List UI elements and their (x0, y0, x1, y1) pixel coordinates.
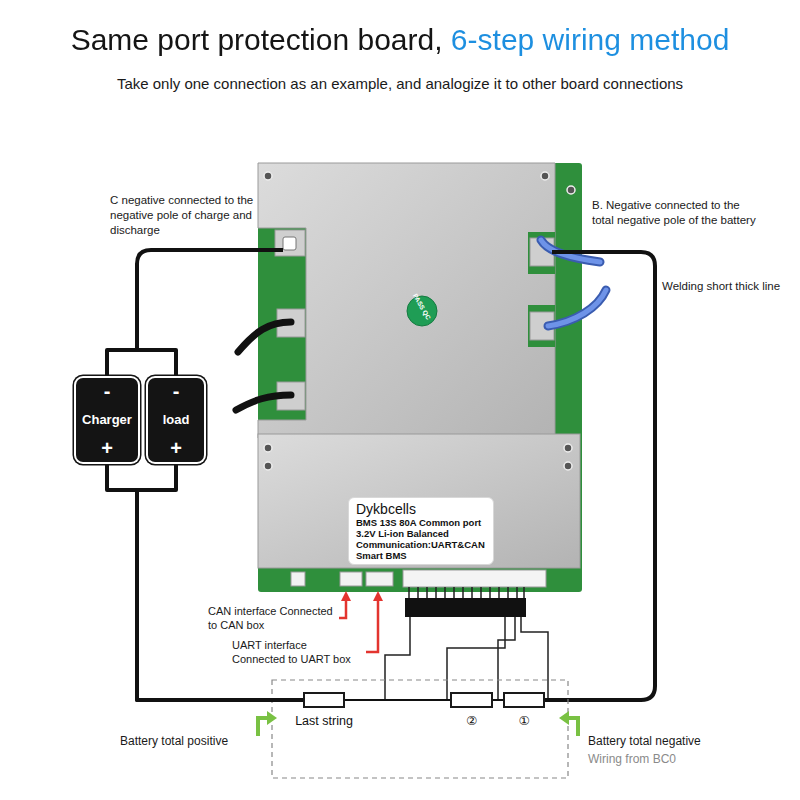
label-slot: Battery total positive (120, 733, 228, 749)
terminal-label: Battery total positive (120, 733, 228, 749)
page-title: Same port protection board, 6-step wirin… (71, 22, 730, 58)
spec-line: Smart BMS (356, 550, 486, 561)
charger-box: - Charger + (76, 378, 138, 462)
blue-weld-wire (548, 290, 606, 326)
leader-arrowhead (341, 591, 351, 601)
pointer-arrowhead (559, 711, 569, 725)
label-slot: PASS QC (407, 303, 437, 310)
spec-line: Communication:UART&CAN (356, 539, 486, 550)
screw-hole (264, 462, 272, 470)
pointer-arrowhead (267, 711, 277, 725)
balance-leads (409, 587, 524, 598)
terminal-hole (283, 237, 296, 250)
cell-label: ① (518, 714, 529, 728)
negative-wire (137, 250, 283, 350)
polarity-sign: - (104, 380, 111, 402)
battery-negative-wire (545, 252, 655, 700)
label-slot: C negative connected to the negative pol… (110, 193, 260, 238)
battery-cell: Last string (303, 692, 345, 708)
output-cable (238, 322, 291, 352)
terminal-note: Wiring from BC0 (588, 751, 676, 767)
battery-cell: ① (503, 692, 545, 708)
cell-label: Last string (295, 714, 353, 728)
balance-harness (405, 598, 526, 617)
wire-note: Welding short thick line (662, 279, 780, 294)
polarity-sign: + (101, 437, 113, 459)
pointer-arrow (568, 718, 578, 736)
subtitle: Take only one connection as an example, … (0, 74, 800, 93)
port-note: UART interface Connected to UART box (232, 638, 362, 666)
wire (107, 350, 176, 378)
pointer-arrow (258, 718, 268, 736)
label-slot: Wiring from BC0 (588, 751, 676, 767)
screw-hole (264, 172, 272, 180)
polarity-sign: - (173, 380, 180, 402)
heatsink-plate (258, 163, 555, 438)
port-note: CAN interface Connected to CAN box (208, 604, 336, 632)
terminal-note: C negative connected to the negative pol… (110, 193, 260, 238)
connector (291, 572, 305, 586)
device-name: load (163, 412, 190, 428)
output-cable (236, 395, 291, 410)
screw-hole (564, 444, 572, 452)
balance-connector (403, 570, 546, 587)
sense-wire (385, 617, 548, 700)
label-slot: B. Negative connected to the total negat… (592, 198, 760, 228)
cell-label: ② (466, 714, 477, 728)
screw-hole (567, 186, 575, 194)
product-label: DykbcellsBMS 13S 80A Common port3.2V Li-… (348, 497, 494, 565)
load-box: - load + (148, 378, 204, 462)
spec-line: 3.2V Li-ion Balanced (356, 528, 486, 539)
battery-pack-outline (272, 680, 568, 778)
connector-group (107, 350, 503, 700)
label-slot: Battery total negative (588, 733, 701, 749)
label-slot: Welding short thick line (662, 279, 780, 294)
terminal-note: B. Negative connected to the total negat… (592, 198, 760, 228)
device-name: Charger (82, 412, 132, 428)
leader-line (366, 600, 378, 652)
leader-arrowhead (373, 591, 383, 601)
heatsink-plate (258, 434, 580, 568)
screw-hole (264, 444, 272, 452)
qc-sticker-text: PASS QC (411, 292, 432, 321)
leader-line (339, 600, 346, 618)
battery-cell: ② (450, 692, 493, 708)
can-connector (340, 572, 362, 586)
spec-line: BMS 13S 80A Common port (356, 517, 486, 528)
title-slot: Same port protection board, 6-step wirin… (0, 22, 800, 58)
terminal-tab (275, 230, 305, 256)
blue-weld-wire (548, 290, 606, 326)
wire (345, 699, 450, 701)
wire (493, 699, 503, 701)
brand-name: Dykbcells (356, 501, 486, 517)
screw-hole (541, 172, 549, 180)
polarity-sign: + (170, 437, 182, 459)
label-slot: UART interface Connected to UART box (232, 638, 362, 666)
screw-hole (564, 462, 572, 470)
terminal-label: Battery total negative (588, 733, 701, 749)
label-slot: Take only one connection as an example, … (0, 74, 800, 93)
label-slot: CAN interface Connected to CAN box (208, 604, 336, 632)
pcb (258, 163, 582, 592)
uart-connector (366, 572, 393, 586)
